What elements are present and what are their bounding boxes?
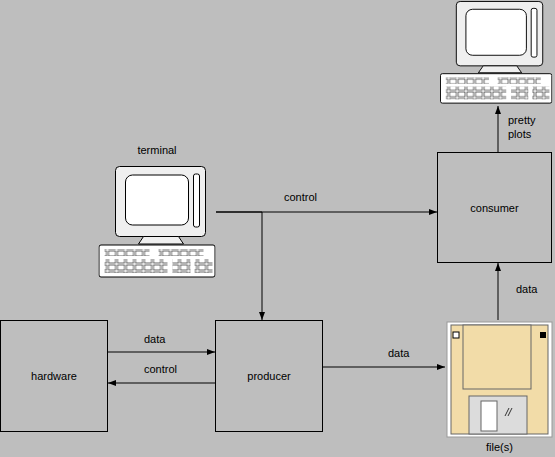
terminal-icon: terminal (98, 140, 216, 280)
box-label: hardware (31, 369, 77, 383)
process-box: consumer (437, 152, 552, 263)
icon-caption: terminal (98, 143, 216, 157)
box-label: producer (247, 369, 290, 383)
edge-label: control (142, 363, 179, 376)
flow-connector (323, 367, 445, 368)
plot-arrow (498, 106, 499, 152)
display-monitor (440, 1, 551, 103)
process-box: producer (215, 320, 323, 432)
edge-label: data (386, 347, 411, 360)
flow-connector (216, 212, 262, 320)
edge-label: data (142, 333, 167, 346)
flow-connector (108, 352, 215, 353)
terminal-icon (98, 166, 216, 278)
edge-label: control (282, 191, 319, 204)
flow-connector (108, 383, 215, 384)
box-label: consumer (470, 201, 518, 215)
process-box: hardware (0, 320, 108, 432)
icon-caption: file(s) (445, 440, 554, 454)
flow-connector (498, 263, 499, 320)
edge-label: data (514, 283, 539, 296)
arrow-label: pretty plots (508, 113, 548, 141)
file-icon: file(s) (445, 320, 554, 456)
file-icon (445, 320, 554, 438)
